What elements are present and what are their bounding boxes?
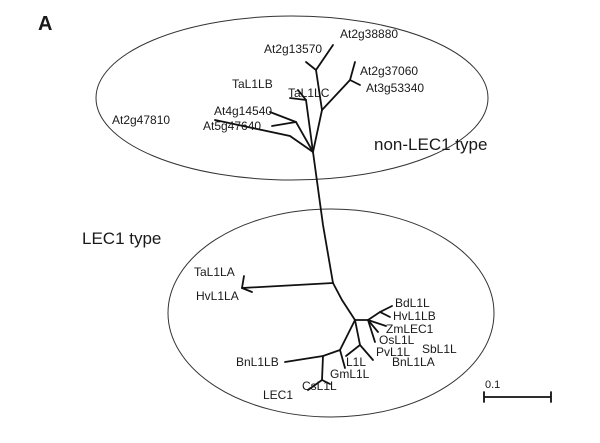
leaf-label-OsL1L: OsL1L [379, 333, 415, 347]
leaf-label-At2g37060: At2g37060 [360, 64, 418, 78]
branch-upper-right [312, 109, 323, 153]
leaf-label-At2g13570: At2g13570 [264, 42, 322, 56]
branch-to-TaL1LA [241, 275, 245, 289]
lec1-group-ellipse [167, 208, 495, 418]
leaf-label-SbL1L: SbL1L [422, 342, 457, 356]
leaf-label-L1L: L1L [346, 355, 366, 369]
leaf-label-LEC1: LEC1 [263, 388, 293, 402]
lec1-leaf-labels: TaL1LA HvL1LA BdL1L HvL1LB ZmLEC1 OsL1L … [194, 265, 457, 402]
lec1-group-label: LEC1 type [82, 229, 161, 248]
branch-to-At2g13570 [305, 61, 317, 71]
branch-to-OsL1L [367, 319, 379, 333]
scale-bar-label: 0.1 [485, 379, 500, 391]
scale-bar-line [483, 391, 552, 403]
leaf-label-At3g53340: At3g53340 [366, 81, 424, 95]
leaf-label-PvL1L: PvL1L [376, 345, 410, 359]
branch-to-At4g14540 [269, 111, 314, 153]
leaf-label-At4g14540: At4g14540 [214, 104, 272, 118]
panel-label: A [38, 13, 52, 35]
leaf-label-GmL1L: GmL1L [330, 367, 370, 381]
leaf-label-BnL1LB: BnL1LB [236, 355, 279, 369]
main-trunk-branch [312, 151, 334, 284]
leaf-label-At2g38880: At2g38880 [340, 27, 398, 41]
leaf-label-BnL1LA: BnL1LA [392, 355, 435, 369]
branch-to-BnL1LB [284, 349, 341, 363]
leaf-label-HvL1LA: HvL1LA [196, 289, 239, 303]
leaf-label-At5g47640: At5g47640 [203, 119, 261, 133]
leaf-label-At2g47810: At2g47810 [112, 113, 170, 127]
branch-to-At2g47810 [214, 119, 314, 153]
leaf-label-TaL1LB: TaL1LB [232, 77, 273, 91]
leaf-label-ZmLEC1: ZmLEC1 [386, 322, 434, 336]
branch-to-ZmLEC1 [367, 319, 387, 327]
branch-to-TaL1-HvL1 [241, 282, 334, 289]
branch-to-PvL1L [367, 319, 376, 343]
non-lec1-leaf-labels: At2g38880 At2g13570 At2g37060 At3g53340 … [112, 27, 424, 133]
branch-to-TaL1LB [289, 97, 307, 101]
leaf-label-TaL1LA: TaL1LA [194, 265, 235, 279]
tree-branches [214, 44, 393, 391]
leaf-label-TaL1LC: TaL1LC [288, 86, 330, 100]
branch-to-At3g53340 [349, 79, 361, 86]
leaf-label-HvL1LB: HvL1LB [393, 309, 436, 323]
branch-to-HvL1LB [379, 311, 391, 318]
branch-to-CsL1L [321, 379, 331, 385]
non-lec1-group-label: non-LEC1 type [374, 135, 487, 154]
branch-to-At5g47640 [271, 121, 297, 127]
branch-to-BnL1LA [359, 344, 374, 361]
branch-to-HvL1LA [241, 287, 253, 293]
leaf-label-CsL1L: CsL1L [302, 379, 337, 393]
branch-lec1-core [332, 282, 356, 321]
scale-bar: 0.1 [483, 379, 552, 403]
leaf-label-BdL1L: BdL1L [395, 296, 430, 310]
non-lec1-group-ellipse [95, 15, 489, 181]
